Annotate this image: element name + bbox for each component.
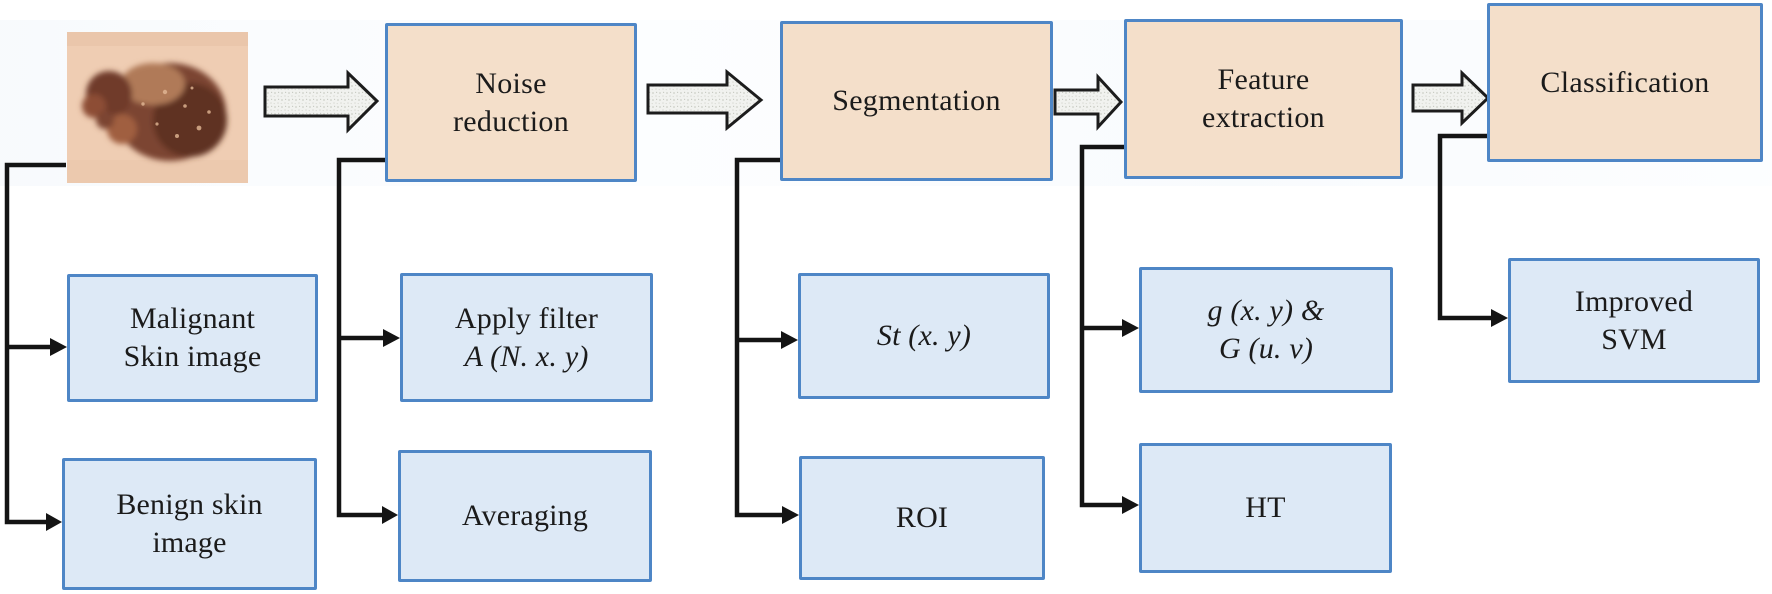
sub-box-benign-skin-image: Benign skin image [62, 458, 317, 590]
sub-label: Malignant [129, 302, 256, 335]
arrowhead-apply-filter-icon [383, 329, 400, 347]
stage-box-segmentation: Segmentation [780, 21, 1053, 181]
sub-box-ht: HT [1139, 443, 1392, 573]
stage-label: Feature [1217, 63, 1310, 96]
arrowhead-malignant-icon [50, 338, 67, 356]
sub-label: ROI [895, 501, 949, 534]
sub-box-improved-svm: Improved SVM [1508, 258, 1760, 383]
sub-box-apply-filter: Apply filter A (N. x. y) [400, 273, 653, 402]
sub-box-averaging: Averaging [398, 450, 652, 582]
stage-label: extraction [1202, 101, 1325, 134]
sub-box-st-function: St (x. y) [798, 273, 1050, 399]
connector-classification-to-svm [1437, 133, 1491, 321]
arrowhead-st-icon [781, 331, 798, 349]
connector-input-rail [4, 162, 66, 525]
sub-label-formula: G (u. v) [1218, 332, 1314, 365]
flow-arrow-feature-to-classification-icon [1411, 69, 1491, 127]
arrowhead-roi-icon [782, 506, 799, 524]
flow-arrow-input-to-noise-icon [263, 69, 380, 134]
arrowhead-g-icon [1122, 319, 1139, 337]
sub-label-formula: A (N. x. y) [464, 339, 589, 373]
arrowhead-benign-icon [46, 513, 62, 531]
stage-label: Segmentation [832, 84, 1001, 117]
sub-label-formula: St (x. y) [876, 319, 972, 352]
sub-label: Averaging [461, 499, 589, 532]
sub-box-g-functions: g (x. y) & G (u. v) [1139, 267, 1393, 393]
arrowhead-ht-icon [1122, 496, 1139, 514]
stage-box-feature-extraction: Feature extraction [1124, 19, 1403, 179]
sub-label: Benign skin [116, 488, 263, 521]
stage-label: reduction [453, 104, 569, 138]
arrowhead-averaging-icon [382, 506, 398, 524]
flow-arrow-segmentation-to-feature-icon [1053, 73, 1124, 131]
sub-label: SVM [1601, 322, 1667, 356]
sub-label: Skin image [123, 340, 262, 373]
stage-label: Classification [1540, 65, 1710, 99]
sub-box-malignant-skin-image: Malignant Skin image [67, 274, 318, 402]
sub-label: image [152, 526, 227, 559]
skin-lesion-photo-icon [67, 32, 248, 183]
arrowhead-svm-icon [1491, 309, 1508, 327]
stage-label: Noise [475, 66, 547, 100]
flow-arrow-noise-to-segmentation-icon [646, 68, 764, 132]
sub-box-roi: ROI [799, 456, 1045, 580]
sub-label: Improved [1574, 284, 1694, 318]
connector-segmentation-rail [734, 157, 782, 518]
sub-label: Apply filter [454, 301, 599, 335]
skin-lesion-image [67, 32, 248, 183]
sub-label: HT [1245, 491, 1286, 524]
stage-box-classification: Classification [1487, 3, 1763, 162]
stage-box-noise-reduction: Noise reduction [385, 23, 637, 182]
sub-label-formula: g (x. y) & [1207, 294, 1325, 327]
